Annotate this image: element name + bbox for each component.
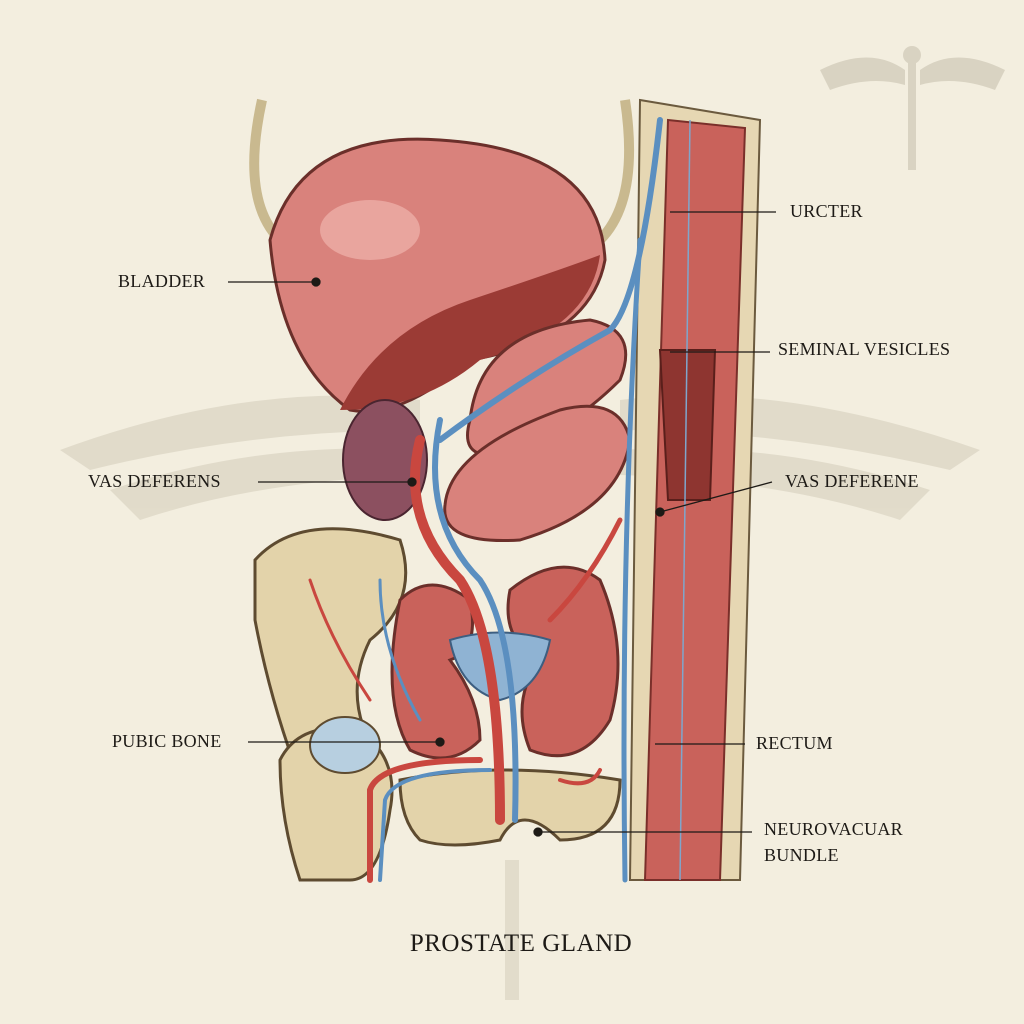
label-vas-deferens-left: VAS DEFERENS — [88, 471, 221, 491]
prostate — [390, 565, 620, 760]
label-rectum: RECTUM — [756, 733, 833, 753]
ureter-stalk — [596, 99, 635, 244]
caduceus-corner-icon — [820, 46, 1005, 170]
diagram-title: PROSTATE GLAND — [409, 930, 633, 957]
label-neurovascular-line2: BUNDLE — [764, 845, 839, 865]
label-bladder: BLADDER — [118, 271, 206, 291]
label-pubic-bone: PUBIC BONE — [112, 731, 222, 751]
label-ureter: URCTER — [790, 201, 863, 221]
leader-lines — [228, 211, 776, 837]
testis — [342, 399, 428, 521]
label-neurovascular-line1: NEUROVACUAR — [764, 819, 903, 839]
label-vas-deferens-right: VAS DEFERENE — [785, 471, 919, 491]
label-seminal-vesicles: SEMINAL VESICLES — [778, 339, 951, 359]
seminal-vesicles — [443, 318, 632, 543]
rectum — [628, 98, 762, 881]
pubic-bone — [253, 527, 622, 882]
blood-vessels — [308, 117, 663, 883]
